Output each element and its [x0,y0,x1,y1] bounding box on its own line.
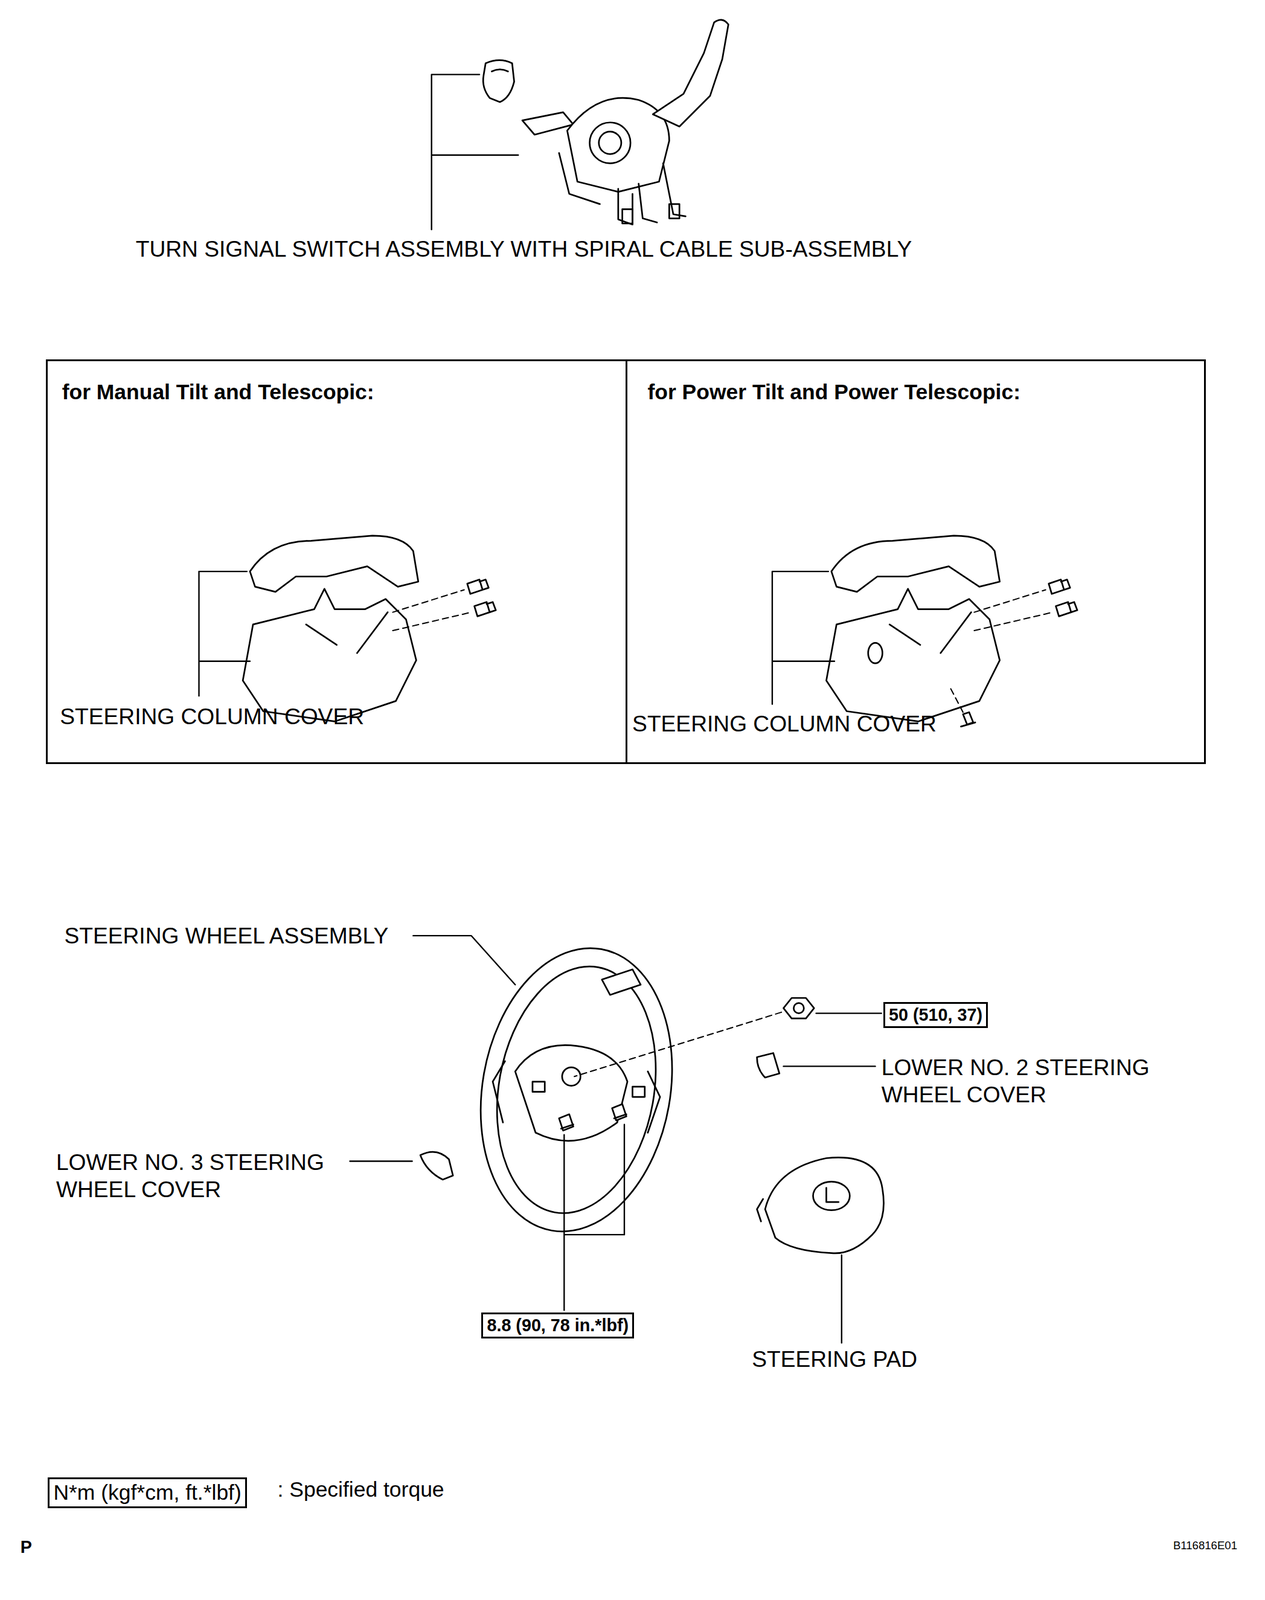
legend-text: : Specified torque [277,1476,445,1503]
torque-box: N*m (kgf*cm, ft.*lbf) [47,1476,247,1508]
figure-code: B116816E01 [1173,1538,1238,1552]
part-name: TURN SIGNAL SWITCH ASSEMBLY WITH SPIRAL … [135,235,913,263]
torque-box: 50 (510, 37) [883,1001,988,1028]
part-name: STEERING COLUMN COVER [59,702,365,731]
part-name: LOWER NO. 3 STEERING WHEEL COVER [56,1148,363,1203]
torque-value: N*m (kgf*cm, ft.*lbf) [53,1479,241,1505]
panel-heading: for Power Tilt and Power Telescopic: [647,379,1021,406]
page-mark: P [20,1536,33,1557]
torque-value: 50 (510, 37) [888,1004,983,1025]
variant-panel: for Manual Tilt and Telescopic: STEERING … [45,359,628,765]
part-name: STEERING WHEEL ASSEMBLY [64,922,389,950]
variant-panel: for Power Tilt and Power Telescopic: STEE… [625,359,1206,765]
part-name: STEERING COLUMN COVER [632,710,937,738]
panel-heading: for Manual Tilt and Telescopic: [62,379,375,406]
torque-box: 8.8 (90, 78 in.*lbf) [481,1312,635,1339]
part-name: LOWER NO. 2 STEERING WHEEL COVER [881,1053,1188,1108]
part-name: STEERING PAD [751,1345,918,1373]
torque-value: 8.8 (90, 78 in.*lbf) [486,1315,629,1335]
